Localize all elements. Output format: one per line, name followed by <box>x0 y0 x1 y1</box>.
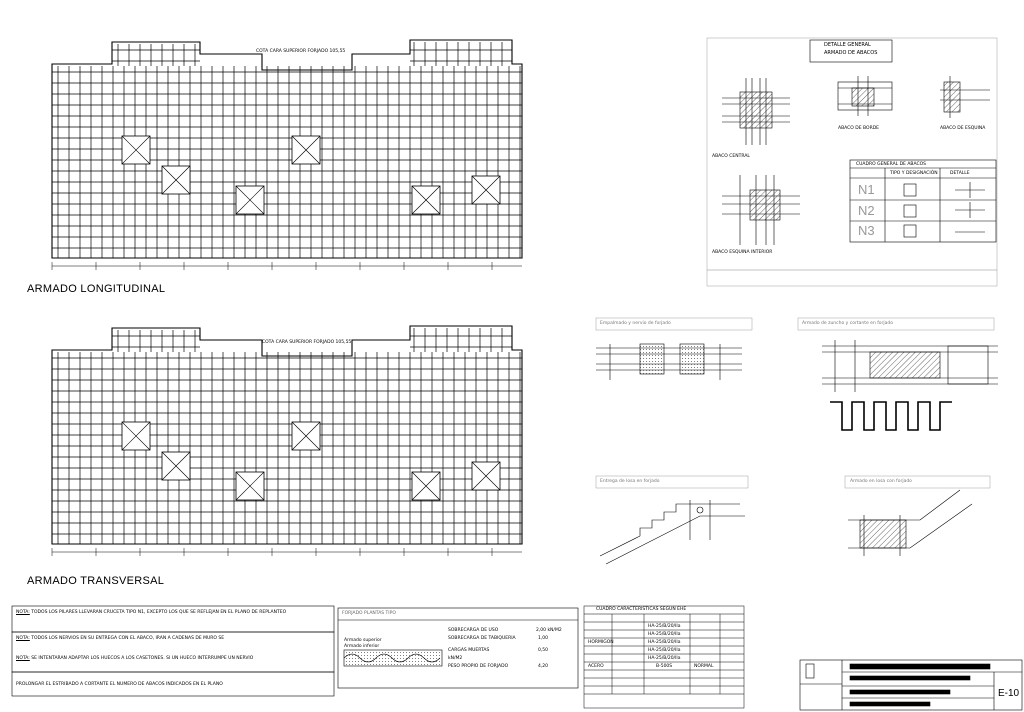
load-forjado-label: PESO PROPIO DE FORJADO <box>448 664 509 669</box>
note-2: NOTA: TODOS LOS NERVIOS EN SU ENTREGA CO… <box>16 636 330 642</box>
loads-title: FORJADO PLANTAS TIPO <box>342 611 396 616</box>
load-muertas-value: 0,50 <box>538 648 549 653</box>
notes-boxes <box>11 605 579 697</box>
abacos-table-col-1: TIPO Y DESIGNACIÓN <box>890 171 938 176</box>
abacos-row-n1: N1 <box>858 182 875 197</box>
detalle-title-2: ARMADO DE ABACOS <box>824 50 878 56</box>
materials-acero-value: B-500S <box>656 664 673 669</box>
loads-arm-superior: Armado superior <box>344 638 382 643</box>
title-block <box>799 659 1023 711</box>
materials-row-5: HA-25/B/20/IIa <box>648 656 681 661</box>
note-3-label: NOTA: <box>16 656 30 661</box>
detail-title-1: Empalmado y nervio de forjado <box>600 321 671 326</box>
detail-title-2: Armado de zuncho y cortante en forjado <box>802 321 894 326</box>
detail-title-4: Armado en losa con forjado <box>850 479 912 484</box>
materials-row-1: HA-25/B/20/IIa <box>648 624 681 629</box>
load-unit: kN/M2 <box>448 656 463 661</box>
detail-zuncho-section <box>797 317 998 431</box>
materials-nivel: NORMAL <box>694 664 714 669</box>
note-4: PROLONGAR EL ESTRIBADO A CORTANTE EL NUM… <box>16 682 223 687</box>
plan-transversal-level: COTA CARA SUPERIOR FORJADO 105,55 <box>262 340 352 345</box>
plan-longitudinal-level: COTA CARA SUPERIOR FORJADO 105,55 <box>256 49 346 54</box>
materials-row-2: HA-25/B/20/IIa <box>648 632 681 637</box>
materials-acero-label: ACERO <box>588 664 604 669</box>
abacos-table-header: CUADRO GENERAL DE ABACOS <box>856 162 927 167</box>
note-1-text: TODOS LOS PILARES LLEVARAN CRUCETA TIPO … <box>31 610 287 615</box>
load-muertas-label: CARGAS MUERTAS <box>448 648 490 653</box>
abaco-esquina-sketch <box>940 76 990 118</box>
label-abaco-central: ABACO CENTRAL <box>712 154 750 159</box>
detail-escalera-1 <box>595 475 749 565</box>
detalle-title-1: DETALLE GENERAL <box>824 42 871 48</box>
materials-table <box>583 605 745 709</box>
materials-title: CUADRO CARACTERISTICAS SEGUN EHE <box>596 607 687 612</box>
abaco-borde-sketch <box>837 76 893 116</box>
abaco-central-sketch <box>722 78 790 145</box>
abacos-table <box>849 159 997 243</box>
materials-group-hormigon: HORMIGON <box>588 640 614 645</box>
plan-longitudinal-grid <box>51 39 523 270</box>
load-tabiqueria-label: SOBRECARGA DE TABIQUERIA <box>448 636 516 641</box>
detail-empalme-section <box>595 317 753 380</box>
label-abaco-esquina: ABACO DE ESQUINA <box>940 126 986 131</box>
plan-transversal-grid <box>51 325 523 556</box>
note-2-label: NOTA: <box>16 636 30 641</box>
detail-title-3: Entrega de losa en forjado <box>600 479 660 484</box>
detail-escalera-2 <box>844 475 991 556</box>
label-abaco-borde: ABACO DE BORDE <box>838 126 880 131</box>
load-tabiqueria-value: 1,00 <box>538 636 549 641</box>
note-3: NOTA: SE INTENTARAN ADAPTAR LOS HUECOS A… <box>16 656 330 662</box>
abaco-esquina-interior-sketch <box>722 175 800 245</box>
abacos-table-col-2: DETALLE <box>950 171 970 176</box>
load-forjado-value: 4,20 <box>538 664 549 669</box>
label-abaco-esquina-interior: ABACO ESQUINA INTERIOR <box>712 250 773 255</box>
detalle-abacos-panel <box>706 37 998 287</box>
note-3-text: SE INTENTARAN ADAPTAR LOS HUECOS A LOS C… <box>31 656 254 661</box>
load-sobrecarga-value: 2,00 kN/M2 <box>536 628 562 633</box>
plan-transversal-title: ARMADO TRANSVERSAL <box>27 575 165 587</box>
sheet-code: E-10 <box>998 688 1020 699</box>
note-1-label: NOTA: <box>16 610 30 615</box>
note-2-text: TODOS LOS NERVIOS EN SU ENTREGA CON EL A… <box>31 636 225 641</box>
materials-row-4: HA-25/B/20/IIa <box>648 648 681 653</box>
abacos-row-n3: N3 <box>858 223 875 238</box>
abacos-row-n2: N2 <box>858 203 875 218</box>
note-1: NOTA: TODOS LOS PILARES LLEVARAN CRUCETA… <box>16 610 330 616</box>
materials-row-3: HA-25/B/20/IIa <box>648 640 681 645</box>
loads-arm-inferior: Armado inferior <box>344 644 380 649</box>
plan-longitudinal-title: ARMADO LONGITUDINAL <box>27 283 166 295</box>
load-sobrecarga-label: SOBRECARGA DE USO <box>448 628 499 633</box>
